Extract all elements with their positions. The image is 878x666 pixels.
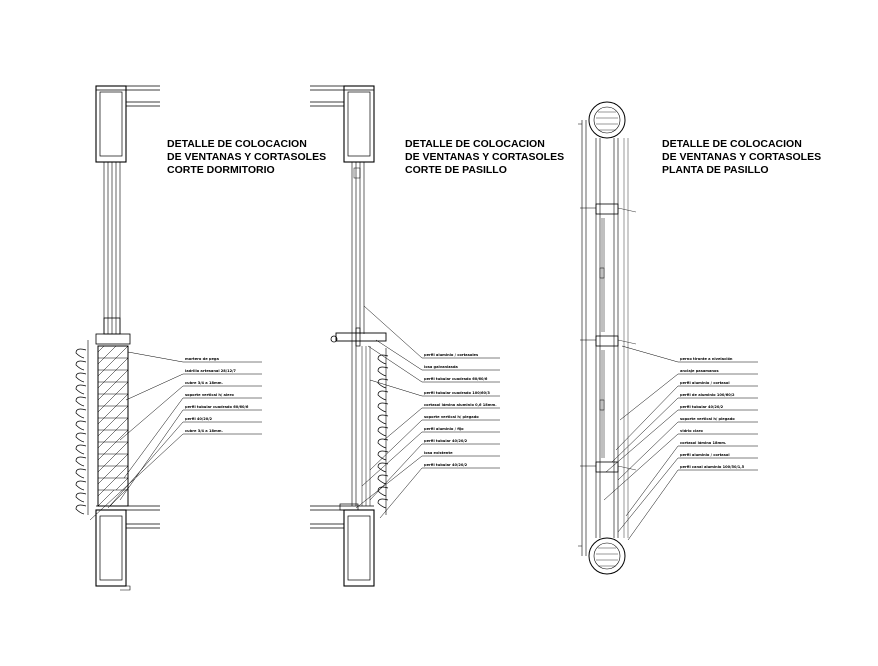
callout-label: perfil 40/20/2 [185,417,213,421]
callout-label: perfil aluminio / cortasol [680,381,730,385]
callout-label: perfil tubular cuadrado 60/60/6 [424,377,488,381]
title-block-dormitorio: DETALLE DE COLOCACION DE VENTANAS Y CORT… [167,138,326,176]
louver-blade [75,348,87,359]
labels-pasillo-planta [603,345,758,541]
louver-blade [377,414,389,425]
louver-blade [377,486,389,497]
callout-label: losa galvanizada [424,365,458,369]
louver-blade [377,438,389,449]
louver-blade [377,354,389,365]
louver-blade [75,396,87,407]
louver-blade [75,360,87,371]
louver-blade [377,366,389,377]
callout-label: anclaje pasamanos [680,369,719,373]
louver-blade [75,408,87,419]
louver-blade [75,504,87,515]
callout-label: perfil tubular cuadrado 60/60/6 [185,405,249,409]
callout-label: losa existente [424,451,453,455]
title-line: DE VENTANAS Y CORTASOLES [167,151,326,163]
detail-section-dormitorio [75,85,160,591]
title-line: CORTE DE PASILLO [405,164,507,176]
callout-label: perfil aluminio / cortasol [680,453,730,457]
detail-plan-pasillo [578,101,637,575]
title-line: DETALLE DE COLOCACION [167,138,307,150]
louver-blade [75,384,87,395]
louver-blade [75,480,87,491]
labels-pasillo-corte [355,305,500,519]
callout-label: perfil canal aluminio 100/50/1,5 [680,465,745,469]
louver-blade [377,378,389,389]
louver-blade [377,390,389,401]
callout-label: ladrillo artesanal 28/12/7 [185,369,236,373]
title-line: PLANTA DE PASILLO [662,164,769,176]
callout-label: perno tirante a nivelación [680,357,733,361]
louver-blade [75,420,87,431]
louver-blade [75,372,87,383]
louver-blade [75,432,87,443]
detail-section-pasillo [310,85,389,587]
louver-blade [377,402,389,413]
labels-pasillo-planta-text: perno tirante a nivelación anclaje pasam… [680,357,745,469]
title-block-pasillo-corte: DETALLE DE COLOCACION DE VENTANAS Y CORT… [405,138,564,176]
title-line: DE VENTANAS Y CORTASOLES [405,151,564,163]
callout-label: perfil tubular 40/20/2 [424,439,468,443]
callout-label: soporte vertical h/ plegado [680,417,735,421]
title-line: DE VENTANAS Y CORTASOLES [662,151,821,163]
labels-dormitorio-text: mortero de pega ladrillo artesanal 28/12… [185,357,249,433]
louver-blade [75,492,87,503]
louver-blade [377,474,389,485]
callout-label: soporte vertical h/ alero [185,393,234,397]
callout-label: mortero de pega [185,357,219,361]
title-block-pasillo-planta: DETALLE DE COLOCACION DE VENTANAS Y CORT… [662,138,821,176]
labels-pasillo-corte-text: perfil aluminio / cortasoles losa galvan… [424,353,497,467]
callout-label: vidrio claro [680,429,703,433]
title-line: DETALLE DE COLOCACION [405,138,545,150]
callout-label: perfil tubular cuadrado 100/60/3 [424,391,490,395]
callout-label: perfil de aluminio 100/60/2 [680,393,735,397]
louver-blade [377,498,389,509]
title-line: CORTE DORMITORIO [167,164,275,176]
callout-label: perfil aluminio / fijo [424,427,464,431]
callout-label: soporte vertical h/ plegado [424,415,479,419]
louver-blade [377,450,389,461]
title-line: DETALLE DE COLOCACION [662,138,802,150]
labels-dormitorio [89,351,262,521]
callout-label: cortasol lámina 18mm. [680,441,726,445]
callout-label: perfil tubular 40/20/2 [424,463,468,467]
callout-label: perfil tubular 40/20/2 [680,405,724,409]
callout-label: cubre 3/4 a 18mm. [185,381,223,385]
louver-blade [75,456,87,467]
louver-blade [377,462,389,473]
louver-blade [377,426,389,437]
callout-label: cubre 3/4 a 18mm. [185,429,223,433]
callout-label: cortasol lámina aluminio 0,6 18mm. [424,403,497,407]
louver-blade [75,444,87,455]
louver-blade [75,468,87,479]
callout-label: perfil aluminio / cortasoles [424,353,478,357]
